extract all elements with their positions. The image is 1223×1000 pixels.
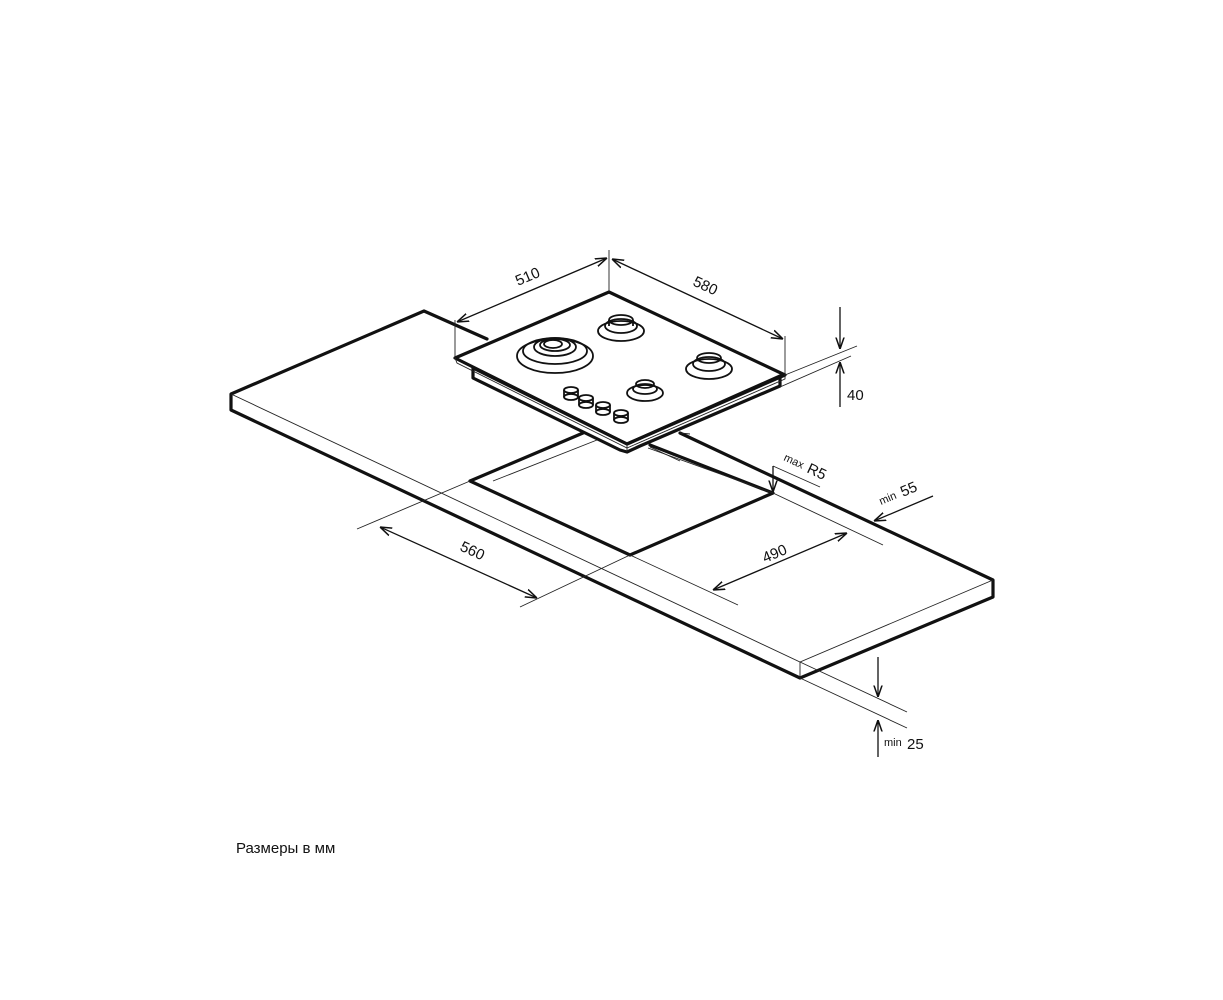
knob-1 [563,386,579,401]
dimension-front-gap: min 55 [874,479,934,521]
dimension-hob-width: 580 [612,259,786,375]
label-min: min [877,490,898,508]
burner-small [626,379,664,402]
dimension-corner-radius: max R5 [773,452,829,492]
label-25: 25 [907,736,924,753]
countertop [229,309,995,680]
label-max: max [782,452,806,472]
label-490: 490 [760,541,790,566]
label-55: 55 [898,479,920,501]
knob-3 [595,401,611,416]
dimension-cutout-width: 560 [356,480,631,608]
label-580: 580 [690,273,720,299]
gas-hob [453,290,787,454]
burner-large [516,337,594,374]
dimension-hob-height: 40 [779,307,864,407]
label-560: 560 [457,538,487,564]
control-knobs [563,386,629,424]
knob-2 [578,394,594,409]
burner-right [685,352,733,380]
label-510: 510 [513,264,543,289]
dimension-hob-depth: 510 [454,250,610,358]
knob-4 [613,409,629,424]
label-min: min [884,737,902,749]
label-r5: R5 [804,460,829,484]
dimension-countertop-thickness: min 25 [799,657,924,757]
units-caption: Размеры в мм [236,840,336,857]
label-40: 40 [847,387,864,404]
burner-back [597,314,645,342]
